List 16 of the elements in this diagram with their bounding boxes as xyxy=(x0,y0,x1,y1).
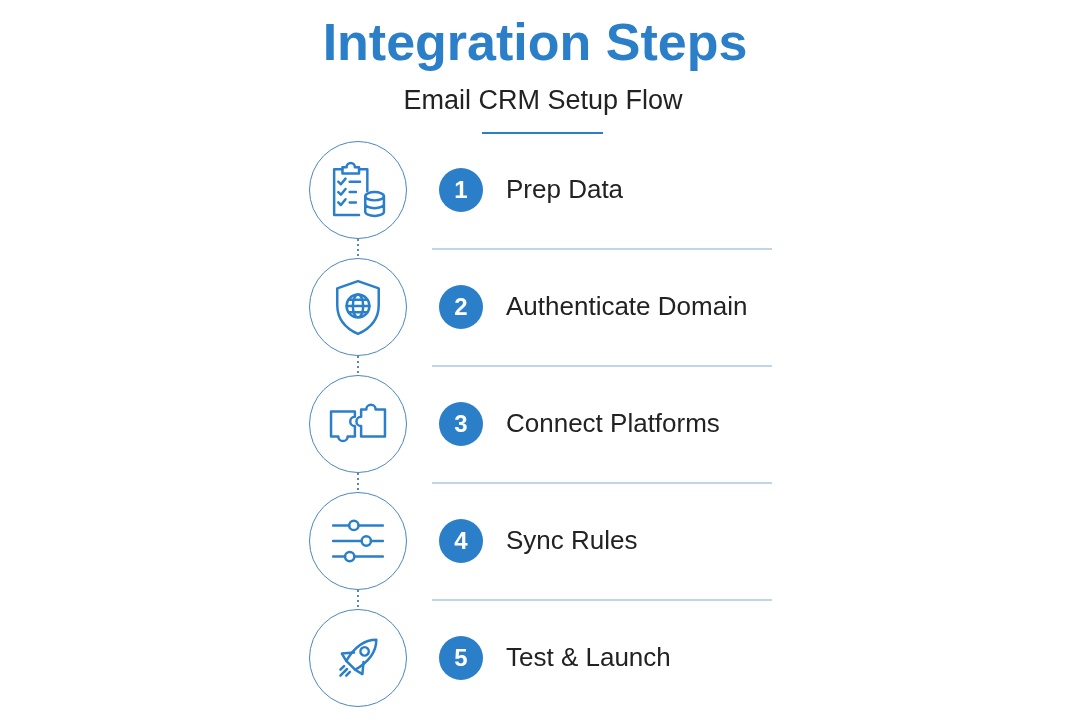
step-label: Prep Data xyxy=(506,174,624,206)
step-label: Authenticate Domain xyxy=(506,291,748,323)
step-label: Connect Platforms xyxy=(506,408,720,440)
dotted-connector xyxy=(357,472,359,493)
step-label: Test & Launch xyxy=(506,642,671,674)
title: Integration Steps xyxy=(322,14,748,72)
step-number-badge: 2 xyxy=(439,285,483,329)
step-number-badge: 5 xyxy=(439,636,483,680)
step-number-badge: 3 xyxy=(439,402,483,446)
dotted-connector xyxy=(357,238,359,259)
step-label: Sync Rules xyxy=(506,525,638,557)
subtitle: Email CRM Setup Flow xyxy=(403,84,683,117)
dotted-connector xyxy=(357,589,359,610)
step-number-badge: 1 xyxy=(439,168,483,212)
dotted-connector xyxy=(357,355,359,376)
step-number-badge: 4 xyxy=(439,519,483,563)
